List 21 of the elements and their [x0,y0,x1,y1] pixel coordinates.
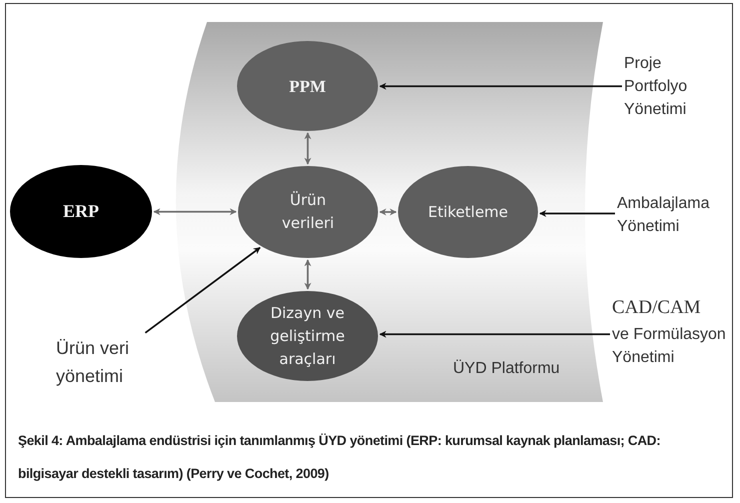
arrow [304,259,312,290]
node-label: PPM [289,76,326,98]
arrow [379,330,610,338]
arrow [153,208,237,216]
arrow [379,82,622,90]
platform-label: ÜYD Platformu [453,360,560,378]
arrow [539,210,615,217]
annotation-text: Ambalajlama Yönetimi [617,194,710,237]
arrow [304,132,312,165]
platform-band [175,22,605,402]
annotation-text: ve Formülasyon Yönetimi [612,325,727,368]
node-label: Ürün verileri [280,190,336,234]
annotation-text: CAD/CAM [612,296,702,319]
arrow [144,246,261,334]
figure-caption: Şekil 4: Ambalajlama endüstrisi için tanımlanmış ÜYD yönetimi (ERP: kurumsal kaynak planlaması; CAD: bilgisayar destekli tasarım) (Perry ve Cochet, 2009) [18,432,662,483]
node-label: Etiketleme [428,202,508,222]
annotation-text: Proje Portfolyo Yönetimi [624,54,688,120]
annotation-text: Ürün veri yönetimi [56,337,130,388]
arrow [379,208,397,216]
node-label: Dizayn ve geliştirme araçları [269,302,346,370]
node-label: ERP [63,200,99,223]
